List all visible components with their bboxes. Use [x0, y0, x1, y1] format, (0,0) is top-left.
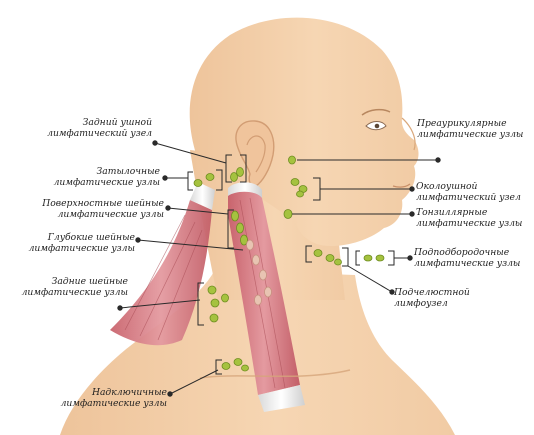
ear	[235, 120, 275, 187]
preauricular-line1: Преаурикулярные	[417, 118, 507, 129]
label-deep-cervical: Глубокие шейные лимфатические узлы	[10, 232, 135, 254]
tonsillar-line2: лимфатические узлы	[416, 218, 523, 229]
label-superficial-cervical: Поверхностные шейные лимфатические узлы	[14, 198, 164, 220]
label-supraclavicular: Надключичные лимфатические узлы	[52, 387, 167, 409]
occipital-line1: Затылочные	[96, 166, 160, 177]
lymph-nodes	[193, 155, 385, 372]
leader-lines	[117, 140, 441, 397]
deep-cervical-line1: Глубокие шейные	[47, 232, 135, 243]
label-tonsillar: Тонзиллярные лимфатические узлы	[416, 207, 531, 229]
superficial-cervical-line2: лимфатические узлы	[57, 209, 164, 220]
posterior-auricular-line2: лимфатический узел	[47, 128, 152, 139]
label-posterior-auricular: Задний ушной лимфатический узел	[44, 117, 152, 139]
label-posterior-cervical: Задние шейные лимфатические узлы	[10, 276, 128, 298]
parotid-line1: Околоушной	[416, 181, 478, 192]
parotid-line2: лимфатический узел	[416, 192, 521, 203]
occipital-line2: лимфатические узлы	[53, 177, 160, 188]
submental-line2: лимфатические узлы	[414, 258, 521, 269]
label-submandibular: Подчелюстной лимфоузел	[394, 287, 504, 309]
posterior-cervical-line1: Задние шейные	[51, 276, 128, 287]
submandibular-line1: Подчелюстной	[394, 287, 470, 298]
submental-line1: Подподбородочные	[414, 247, 510, 258]
label-parotid: Околоушной лимфатический узел	[416, 181, 531, 203]
preauricular-line2: лимфатические узлы	[417, 129, 524, 140]
posterior-cervical-line2: лимфатические узлы	[21, 287, 128, 298]
supraclavicular-line2: лимфатические узлы	[60, 398, 167, 409]
superficial-cervical-line1: Поверхностные шейные	[42, 198, 164, 209]
label-preauricular: Преаурикулярные лимфатические узлы	[417, 118, 532, 140]
posterior-auricular-line1: Задний ушной	[82, 117, 152, 128]
supraclavicular-line1: Надключичные	[91, 387, 167, 398]
tonsillar-line1: Тонзиллярные	[416, 207, 488, 218]
trapezius-muscle	[110, 200, 212, 346]
deep-cervical-line2: лимфатические узлы	[28, 243, 135, 254]
submandibular-line2: лимфоузел	[394, 298, 448, 309]
label-occipital: Затылочные лимфатические узлы	[52, 166, 160, 188]
label-submental: Подподбородочные лимфатические узлы	[414, 247, 532, 269]
